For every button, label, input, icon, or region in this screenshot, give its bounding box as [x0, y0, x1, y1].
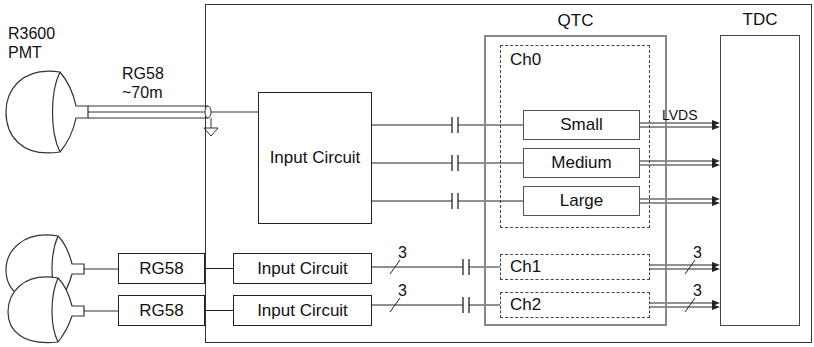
capacitor-symbol: [468, 297, 469, 313]
cable-box: RG58: [118, 253, 205, 284]
node-text: QTC: [486, 11, 665, 31]
connector: [205, 268, 233, 269]
bus-slash: [390, 260, 400, 274]
node-text: Input Circuit: [234, 259, 371, 279]
capacitor-gap: [463, 302, 469, 308]
node-text: Input Circuit: [259, 148, 371, 168]
cable-box: RG58: [118, 295, 205, 326]
bus-slash: [685, 260, 695, 274]
node-text: RG58: [119, 259, 204, 279]
gain-range-box: Medium: [523, 148, 640, 178]
capacitor-symbol: [457, 193, 458, 209]
bus-width-label: 3: [693, 243, 702, 262]
capacitor-gap: [452, 122, 458, 128]
input-circuit-box: Input Circuit: [233, 295, 372, 326]
ground-symbol: [204, 128, 218, 136]
input-circuit-box: Input Circuit: [233, 253, 372, 284]
part-label: RG58 ~70m: [122, 64, 182, 102]
input-circuit-box: Input Circuit: [258, 92, 372, 224]
node-text: Ch1: [510, 257, 541, 277]
bus-width-label: 3: [398, 243, 407, 262]
bus-width-label: 3: [693, 281, 702, 300]
channel-box: Ch1: [500, 254, 650, 280]
signal-name: LVDS: [662, 106, 712, 125]
capacitor-symbol: [457, 155, 458, 171]
node-text: Large: [524, 191, 639, 211]
connector: [640, 196, 720, 206]
node-text: Ch2: [510, 295, 541, 315]
connector: [372, 259, 500, 275]
pmt-tube: [6, 71, 88, 153]
pmt-tube: [8, 277, 84, 343]
bus-slash: [685, 298, 695, 312]
capacitor-gap: [452, 160, 458, 166]
capacitor-symbol: [457, 117, 458, 133]
connector: [650, 298, 720, 312]
gain-range-box: Large: [523, 186, 640, 216]
node-text: RG58: [119, 301, 204, 321]
capacitor-gap: [452, 198, 458, 204]
connector: [205, 310, 233, 311]
part-label: R3600 PMT: [8, 24, 78, 62]
gain-range-box: Small: [523, 110, 640, 140]
node-text: TDC: [721, 10, 799, 30]
capacitor-symbol: [451, 193, 452, 209]
node-text: Small: [524, 115, 639, 135]
board-outline: [206, 5, 812, 343]
capacitor-symbol: [451, 155, 452, 171]
capacitor-symbol: [451, 117, 452, 133]
connector: [372, 297, 500, 313]
capacitor-symbol: [462, 259, 463, 275]
tdc-module: TDC: [720, 35, 800, 326]
coax-cable: [88, 106, 258, 128]
capacitor-symbol: [468, 259, 469, 275]
bus-slash: [390, 298, 400, 312]
node-text: Medium: [524, 153, 639, 173]
cable-wire: [84, 269, 118, 311]
channel-group: Ch0SmallMediumLarge: [500, 45, 650, 228]
connector: [640, 158, 720, 168]
qtc-module: QTCCh0SmallMediumLargeCh1Ch2: [484, 35, 667, 326]
capacitor-gap: [463, 264, 469, 270]
node-text: Ch0: [510, 50, 541, 70]
node-text: Input Circuit: [234, 301, 371, 321]
connector: [650, 260, 720, 274]
bus-width-label: 3: [398, 281, 407, 300]
channel-box: Ch2: [500, 292, 650, 318]
capacitor-symbol: [462, 297, 463, 313]
